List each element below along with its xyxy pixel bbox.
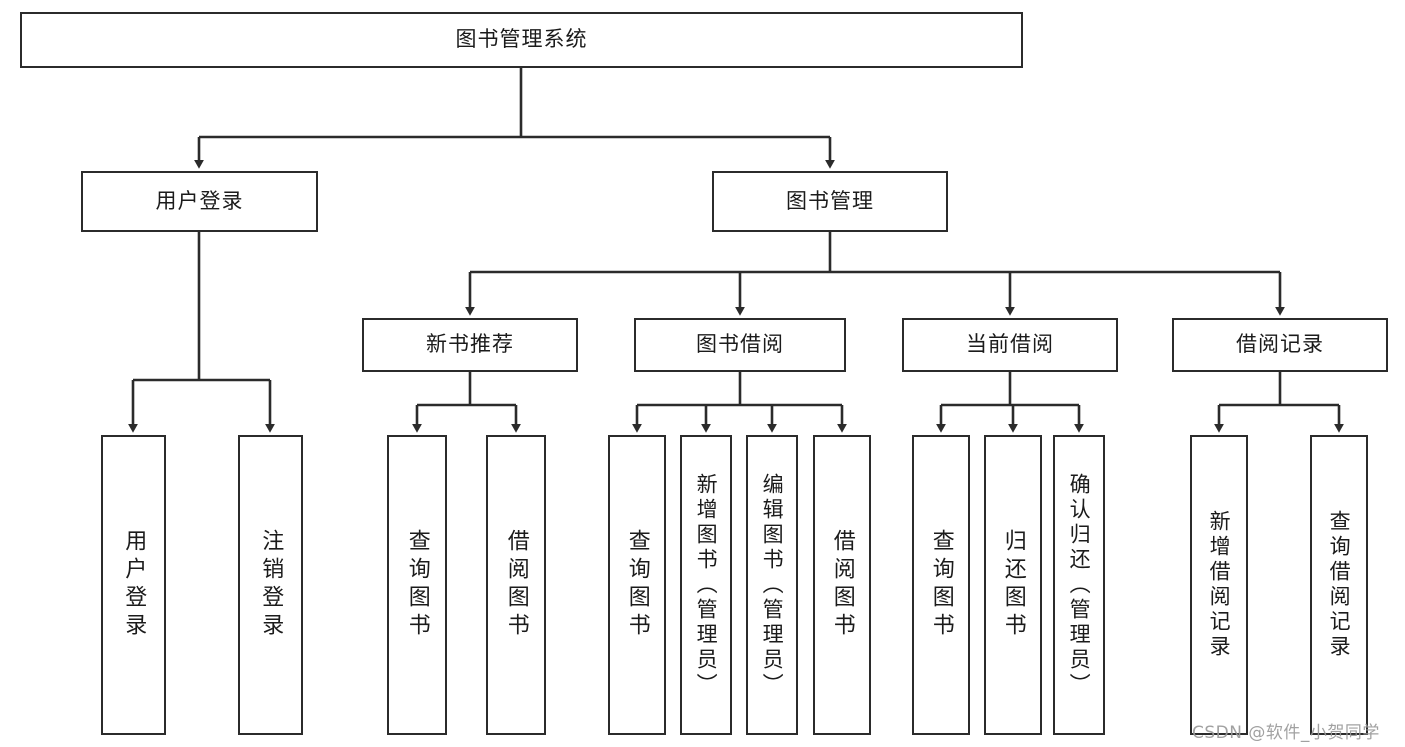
node-user-login[interactable]: 用户登录 bbox=[81, 171, 318, 232]
node-leaf-query-borrow-record[interactable]: 查询借阅记录 bbox=[1310, 435, 1368, 735]
node-leaf-borrow-book-recommend[interactable]: 借阅图书 bbox=[486, 435, 546, 735]
node-leaf-return-book[interactable]: 归还图书 bbox=[984, 435, 1042, 735]
node-new-book-recommend[interactable]: 新书推荐 bbox=[362, 318, 578, 372]
node-leaf-user-login[interactable]: 用户登录 bbox=[101, 435, 166, 735]
node-leaf-add-borrow-record[interactable]: 新增借阅记录 bbox=[1190, 435, 1248, 735]
node-leaf-confirm-return-admin[interactable]: 确认归还（管理员） bbox=[1053, 435, 1105, 735]
node-root-book-management-system[interactable]: 图书管理系统 bbox=[20, 12, 1023, 68]
node-current-borrow[interactable]: 当前借阅 bbox=[902, 318, 1118, 372]
csdn-watermark: CSDN @软件_小贺同学 bbox=[1192, 723, 1380, 743]
node-leaf-query-book-current[interactable]: 查询图书 bbox=[912, 435, 970, 735]
node-leaf-add-book-admin[interactable]: 新增图书（管理员） bbox=[680, 435, 732, 735]
node-book-management[interactable]: 图书管理 bbox=[712, 171, 948, 232]
node-leaf-borrow-book[interactable]: 借阅图书 bbox=[813, 435, 871, 735]
node-leaf-edit-book-admin[interactable]: 编辑图书（管理员） bbox=[746, 435, 798, 735]
node-book-borrow[interactable]: 图书借阅 bbox=[634, 318, 846, 372]
node-leaf-logout[interactable]: 注销登录 bbox=[238, 435, 303, 735]
node-leaf-query-book-borrow[interactable]: 查询图书 bbox=[608, 435, 666, 735]
node-leaf-query-book-recommend[interactable]: 查询图书 bbox=[387, 435, 447, 735]
node-borrow-record[interactable]: 借阅记录 bbox=[1172, 318, 1388, 372]
